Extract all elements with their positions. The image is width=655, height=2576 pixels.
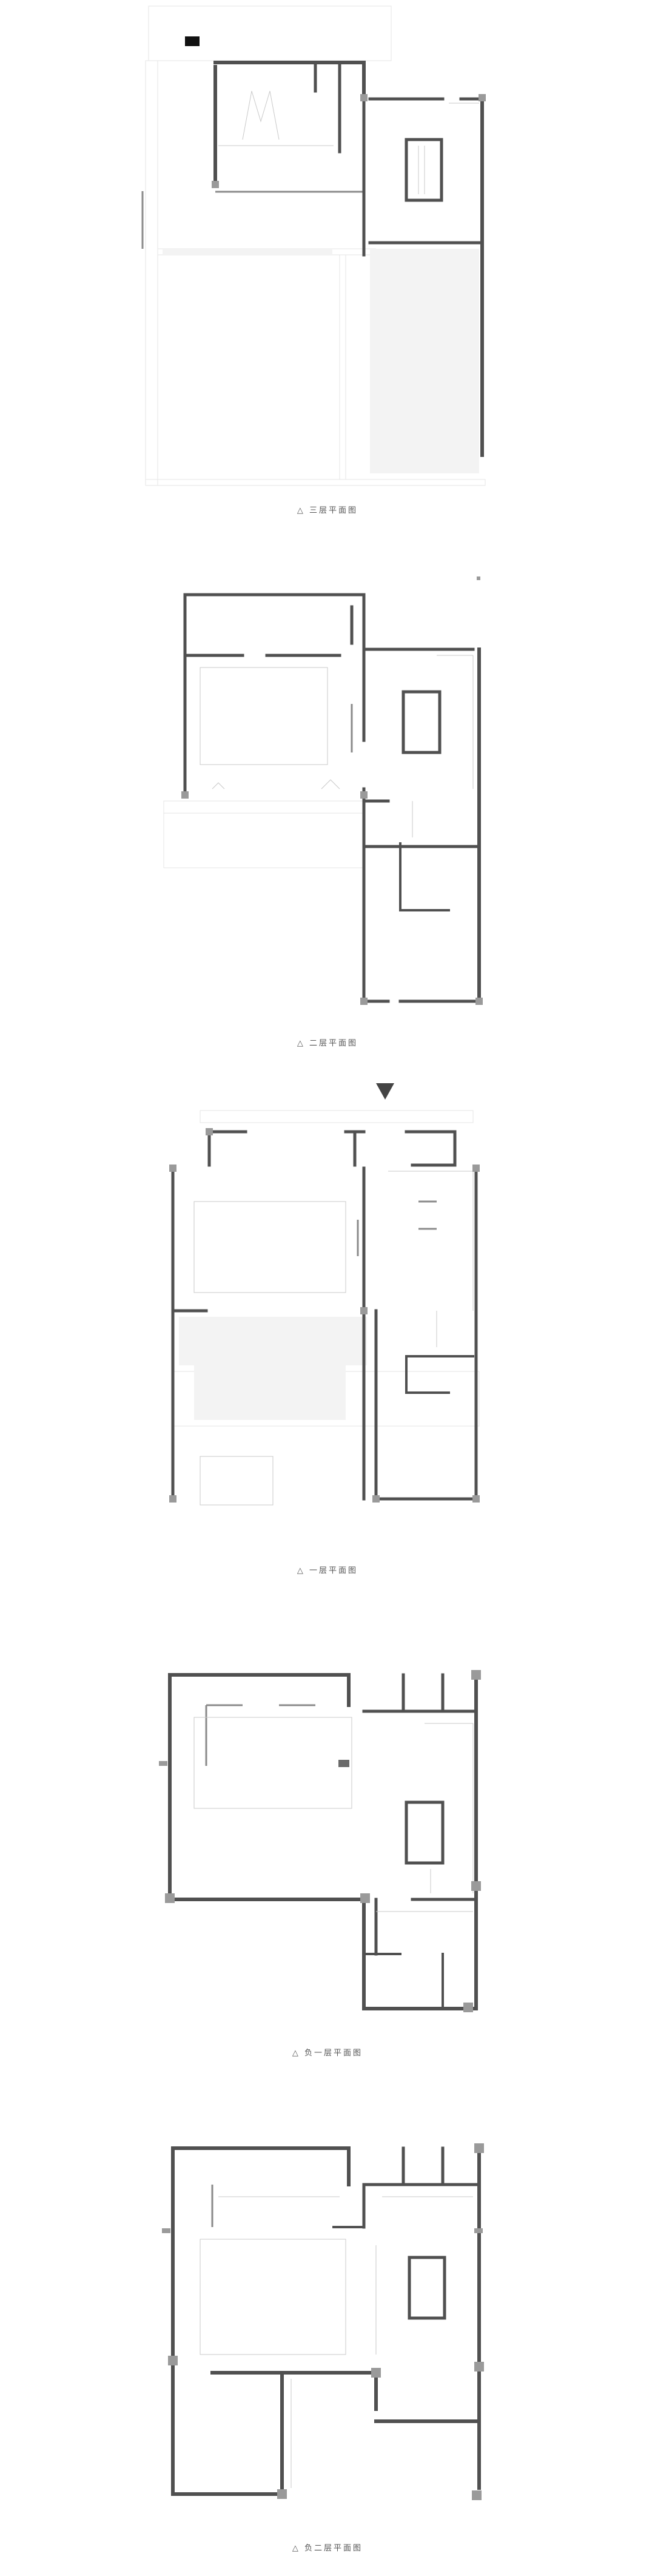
floor-b2-walls bbox=[171, 2146, 481, 2496]
floor-1-plan: △ 一层平面图 bbox=[0, 1080, 655, 1578]
floor-1-paving bbox=[179, 1317, 367, 1420]
floor-3-marker bbox=[185, 36, 200, 46]
floor-b1-columns bbox=[159, 1670, 481, 2012]
floor-b2-caption: △ 负二层平面图 bbox=[292, 2544, 363, 2553]
floor-b1-drawing bbox=[159, 1670, 481, 2012]
floor-1-caption: △ 一层平面图 bbox=[297, 1566, 358, 1575]
floor-b2-drawing bbox=[162, 2143, 484, 2500]
floor-b1-fixtures bbox=[193, 1717, 474, 1912]
floor-b2-plan: △ 负二层平面图 bbox=[0, 2124, 655, 2561]
floor-b2-fixtures bbox=[200, 2196, 473, 2488]
floor-2-small-marker bbox=[477, 576, 480, 580]
floor-3-deck-hatch bbox=[163, 249, 479, 473]
floor-3-fixtures bbox=[218, 90, 479, 194]
floor-b1-plan: △ 负一层平面图 bbox=[0, 1651, 655, 2075]
floor-1-columns bbox=[169, 1128, 480, 1503]
floor-2-terrace-lines bbox=[163, 800, 364, 868]
floor-1-drawing bbox=[169, 1083, 480, 1506]
floor-2-caption: △ 二层平面图 bbox=[297, 1039, 358, 1048]
floor-2-walls bbox=[183, 593, 481, 1003]
floor-2-plan: △ 二层平面图 bbox=[0, 546, 655, 1068]
floor-2-drawing bbox=[163, 576, 483, 1005]
floor-3-plan: △ 三层平面图 bbox=[0, 0, 655, 534]
floor-3-caption: △ 三层平面图 bbox=[297, 506, 358, 515]
floor-3-drawing bbox=[141, 5, 486, 486]
floor-1-walls bbox=[171, 1130, 478, 1501]
entrance-arrow-icon bbox=[376, 1083, 394, 1100]
floor-3-columns bbox=[212, 94, 486, 188]
floor-b1-walls bbox=[168, 1673, 478, 2010]
floor-3-walls bbox=[141, 61, 484, 457]
floor-2-fixtures bbox=[200, 655, 474, 837]
floor-b2-columns bbox=[162, 2143, 484, 2500]
floor-1-fixtures bbox=[193, 1171, 474, 1506]
floor-b1-caption: △ 负一层平面图 bbox=[292, 2049, 363, 2058]
floor-2-columns bbox=[181, 791, 483, 1005]
